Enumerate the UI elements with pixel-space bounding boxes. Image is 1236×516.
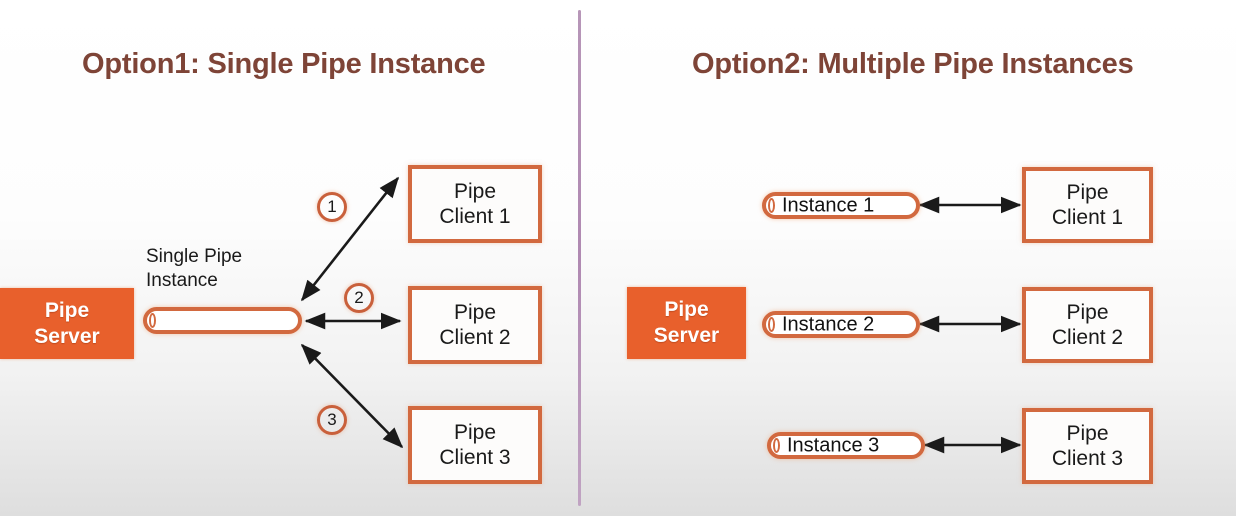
- right-pipe-client-3-box: Pipe Client 3: [1022, 408, 1153, 484]
- left-pipe-server-box: Pipe Server: [0, 288, 134, 359]
- badge-connection-3-label: 3: [327, 410, 337, 429]
- right-pipe-client-2-line1: Pipe: [1066, 300, 1109, 324]
- pipe-end-cap-icon: [768, 198, 775, 213]
- right-pipe-server-line2: Server: [653, 324, 720, 347]
- single-pipe-instance-shape: [143, 307, 302, 334]
- single-pipe-instance-caption-line2: Instance: [146, 269, 218, 291]
- left-pipe-client-1-line2: Client 1: [439, 205, 511, 228]
- right-pipe-client-3-line2: Client 3: [1051, 447, 1124, 470]
- right-pipe-client-3-line1: Pipe: [1066, 421, 1109, 445]
- right-pipe-server-box: Pipe Server: [627, 287, 746, 359]
- single-pipe-instance-caption: Single Pipe Instance: [146, 245, 242, 293]
- left-pipe-server-line1: Pipe: [44, 298, 90, 322]
- badge-connection-1-label: 1: [327, 197, 337, 216]
- left-pipe-client-3-line1: Pipe: [453, 420, 497, 444]
- pipe-instance-2-label: Instance 2: [782, 313, 875, 335]
- left-pipe-server-line2: Server: [34, 324, 100, 348]
- pipe-instance-3-shape: Instance 3: [767, 432, 925, 459]
- arrow-pipe-to-client-3: [300, 343, 404, 449]
- pipe-end-cap-icon: [768, 317, 775, 332]
- panel-divider: [578, 10, 581, 506]
- right-pipe-client-1-line2: Client 1: [1051, 206, 1124, 229]
- pipe-instance-1-label: Instance 1: [782, 194, 875, 216]
- right-pipe-server-line1: Pipe: [664, 298, 709, 322]
- left-pipe-client-1-line1: Pipe: [453, 179, 497, 203]
- badge-connection-2-label: 2: [354, 288, 364, 307]
- badge-connection-3: 3: [317, 405, 347, 435]
- pipe-instance-2-shape: Instance 2: [762, 311, 920, 338]
- badge-connection-1: 1: [317, 192, 347, 222]
- pipe-end-cap-icon: [773, 438, 780, 453]
- left-pipe-client-3-line2: Client 3: [439, 446, 511, 469]
- pipe-instance-1-shape: Instance 1: [762, 192, 920, 219]
- left-pipe-client-2-line2: Client 2: [439, 326, 511, 349]
- right-pipe-client-1-line1: Pipe: [1066, 180, 1109, 204]
- badge-connection-2: 2: [344, 283, 374, 313]
- left-pipe-client-3-box: Pipe Client 3: [408, 406, 542, 484]
- left-panel-title: Option1: Single Pipe Instance: [82, 48, 486, 80]
- arrow-pipe-to-client-1: [300, 176, 400, 302]
- right-pipe-client-2-line2: Client 2: [1051, 326, 1124, 349]
- left-pipe-client-2-line1: Pipe: [453, 300, 497, 324]
- right-pipe-client-2-box: Pipe Client 2: [1022, 287, 1153, 363]
- right-pipe-client-1-box: Pipe Client 1: [1022, 167, 1153, 243]
- pipe-instance-3-label: Instance 3: [787, 434, 880, 456]
- left-pipe-client-1-box: Pipe Client 1: [408, 165, 542, 243]
- single-pipe-instance-caption-line1: Single Pipe: [146, 246, 243, 267]
- pipe-end-cap-icon: [149, 313, 156, 328]
- left-pipe-client-2-box: Pipe Client 2: [408, 286, 542, 364]
- right-panel-title: Option2: Multiple Pipe Instances: [692, 48, 1134, 80]
